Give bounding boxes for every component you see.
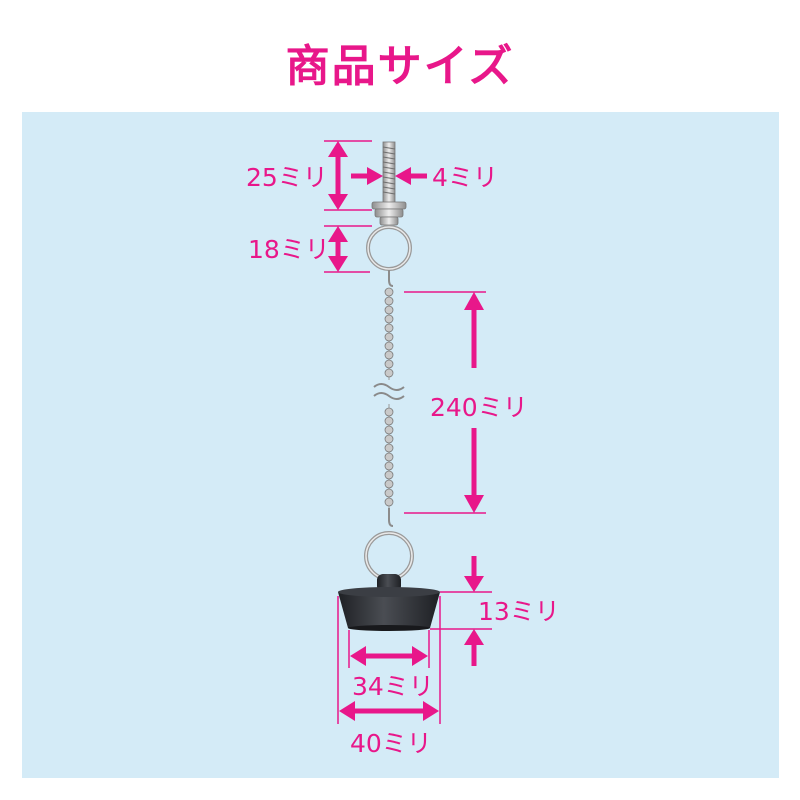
upper-hook [388, 270, 394, 287]
page-title: 商品サイズ [285, 41, 515, 92]
rubber-plug [338, 574, 440, 631]
dim-bolt-diameter [351, 167, 427, 185]
plug-height-label: 13ミリ [478, 597, 560, 626]
upper-ring [366, 225, 412, 271]
plug-top-width-label: 40ミリ [350, 729, 432, 758]
lower-ring [364, 531, 414, 581]
dim-bolt-length [324, 140, 372, 211]
bolt [371, 141, 407, 226]
lower-hook [388, 508, 394, 527]
dim-chain-length [404, 291, 486, 514]
ring-diameter-label: 18ミリ [248, 235, 330, 264]
bolt-diameter-label: 4ミリ [432, 163, 498, 192]
plug-bottom-width-label: 34ミリ [352, 672, 434, 701]
bolt-length-label: 25ミリ [246, 163, 328, 192]
dim-ring-diameter [324, 225, 372, 273]
bead-chain [384, 287, 394, 508]
chain-break-mark [373, 380, 405, 404]
chain-length-label: 240ミリ [430, 393, 528, 422]
dim-plug-bottom-width [348, 630, 430, 668]
diagram-panel [22, 112, 779, 778]
dim-plug-top-width [337, 596, 441, 724]
